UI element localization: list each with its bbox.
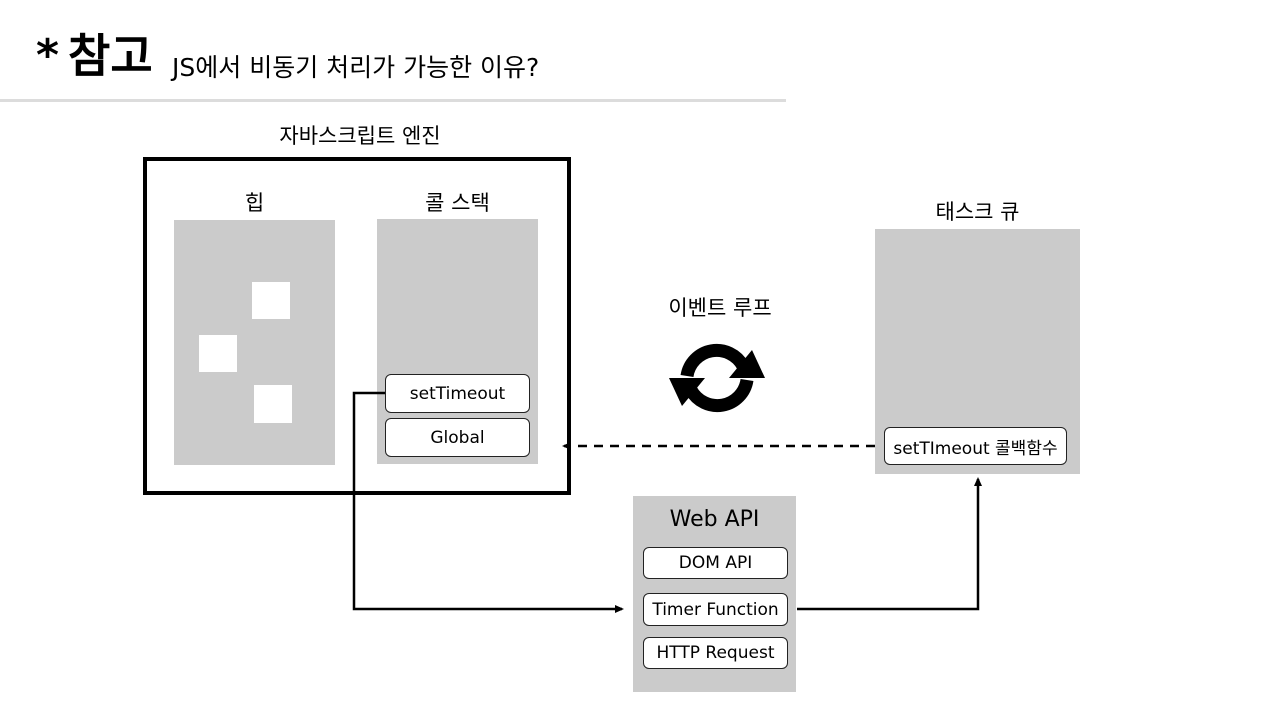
js-engine-box: [143, 157, 571, 495]
page-subtitle: JS에서 비동기 처리가 가능한 이유?: [172, 53, 540, 82]
web-api-item: DOM API: [643, 547, 788, 579]
web-api-item: Timer Function: [643, 593, 788, 626]
call-stack-frame: setTimeout: [385, 374, 530, 413]
task-queue-item: setTImeout 콜백함수: [884, 427, 1067, 465]
event-loop-label: 이벤트 루프: [668, 296, 772, 320]
call-stack-frame: Global: [385, 418, 530, 457]
heap-object: [252, 282, 290, 319]
title-divider: [0, 99, 786, 102]
web-api-item: HTTP Request: [643, 637, 788, 669]
task-queue-label: 태스크 큐: [935, 200, 1020, 224]
heap-object: [254, 385, 292, 423]
heap-object: [199, 335, 237, 372]
heap-label: 힙: [244, 191, 265, 215]
arrow-webapi-to-taskqueue: [797, 477, 982, 611]
page-title: 참고: [68, 29, 153, 83]
engine-label: 자바스크립트 엔진: [279, 124, 441, 148]
arrow-settimeout-to-webapi: [352, 391, 624, 613]
refresh-icon: [669, 343, 765, 413]
call-stack-label: 콜 스택: [425, 191, 490, 215]
web-api-label: Web API: [669, 507, 760, 532]
title-star: *: [36, 30, 60, 81]
